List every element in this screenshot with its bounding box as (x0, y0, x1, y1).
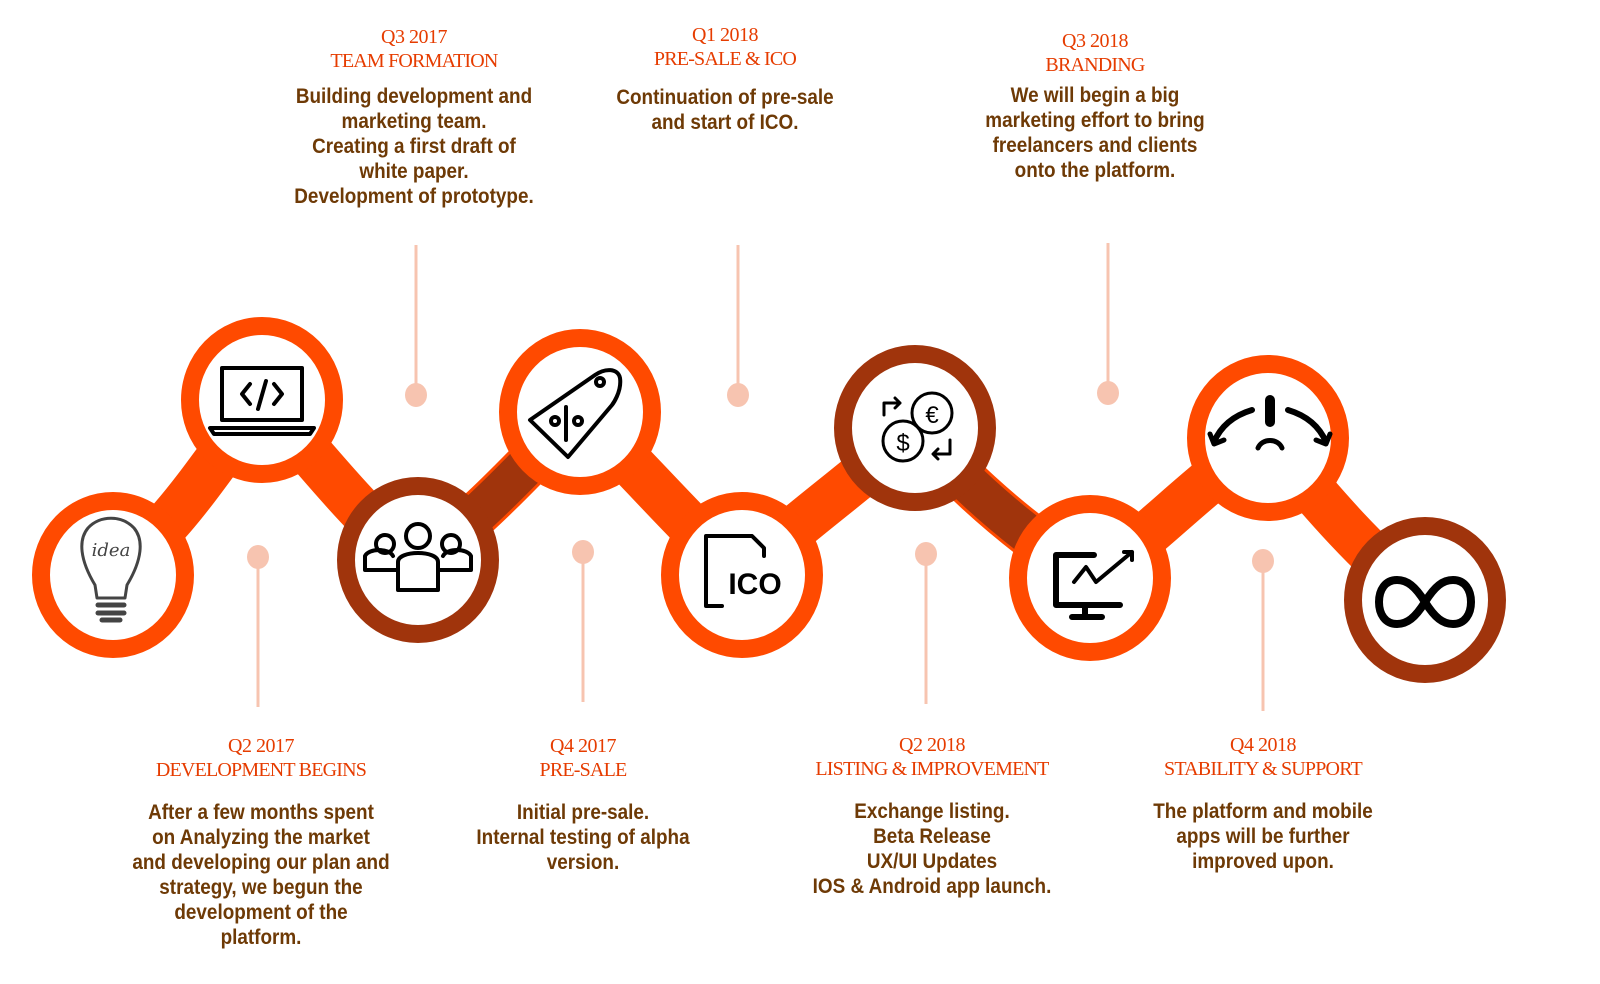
milestone-quarter: Q2 2018 (899, 734, 965, 756)
laptop-code-icon (208, 366, 316, 436)
milestone-node-ring (32, 492, 194, 658)
svg-text:ICO: ICO (728, 568, 781, 601)
milestone-title: STABILITY & SUPPORT (1164, 758, 1363, 780)
milestone-title: LISTING & IMPROVEMENT (815, 758, 1049, 780)
milestone-q4-2018: Q4 2018 STABILITY & SUPPORT The platform… (1093, 734, 1433, 874)
svg-text:€: € (925, 402, 939, 429)
milestone-quarter: Q3 2018 (1062, 30, 1128, 52)
milestone-text: Continuation of pre-sale and start of IC… (616, 86, 834, 134)
milestone-text: Building development and marketing team.… (294, 85, 534, 208)
milestone-quarter: Q1 2018 (692, 24, 758, 46)
milestone-node-ring (499, 329, 661, 495)
stem-dots (247, 381, 1274, 573)
milestone-q1-2018: Q1 2018 PRE-SALE & ICO Continuation of p… (555, 24, 895, 135)
milestone-text: We will begin a big marketing effort to … (985, 84, 1205, 182)
milestone-node-ring (1009, 495, 1171, 661)
milestone-text: The platform and mobile apps will be fur… (1153, 800, 1373, 873)
milestone-quarter: Q4 2017 (550, 735, 616, 757)
team-icon (363, 522, 473, 592)
lightbulb-idea-icon: idea (80, 516, 142, 623)
milestone-title: PRE-SALE & ICO (653, 48, 797, 70)
milestone-title: TEAM FORMATION (330, 50, 498, 72)
milestone-node-ring (337, 477, 499, 643)
milestone-title: PRE-SALE (539, 759, 628, 781)
gauge-icon (1207, 395, 1333, 451)
milestone-text: Exchange listing. Beta Release UX/UI Upd… (812, 800, 1052, 898)
milestone-quarter: Q2 2017 (228, 735, 294, 757)
milestone-title: DEVELOPMENT BEGINS (155, 759, 367, 781)
ico-document-icon: ICO (704, 534, 782, 608)
milestone-title: BRANDING (1045, 54, 1145, 76)
svg-text:$: $ (896, 430, 909, 457)
milestone-node-ring (1187, 355, 1349, 521)
milestone-q4-2017: Q4 2017 PRE-SALE Initial pre-sale. Inter… (413, 735, 753, 875)
milestone-text: After a few months spent on Analyzing th… (132, 801, 390, 949)
milestone-q3-2018: Q3 2018 BRANDING We will begin a big mar… (925, 30, 1265, 183)
growth-chart-monitor-icon (1053, 550, 1134, 620)
price-tag-icon (528, 368, 623, 459)
milestone-quarter: Q3 2017 (381, 26, 447, 48)
infinity-icon (1375, 576, 1475, 628)
milestone-q3-2017: Q3 2017 TEAM FORMATION Building developm… (244, 26, 584, 209)
svg-text:idea: idea (92, 540, 131, 561)
milestone-node-ring (834, 345, 996, 511)
milestone-q2-2018: Q2 2018 LISTING & IMPROVEMENT Exchange l… (762, 734, 1102, 899)
currency-exchange-icon: € $ (881, 391, 954, 463)
milestone-quarter: Q4 2018 (1230, 734, 1296, 756)
stems (256, 243, 1265, 711)
milestone-q2-2017: Q2 2017 DEVELOPMENT BEGINS After a few m… (91, 735, 431, 950)
milestone-text: Initial pre-sale. Internal testing of al… (476, 801, 690, 874)
